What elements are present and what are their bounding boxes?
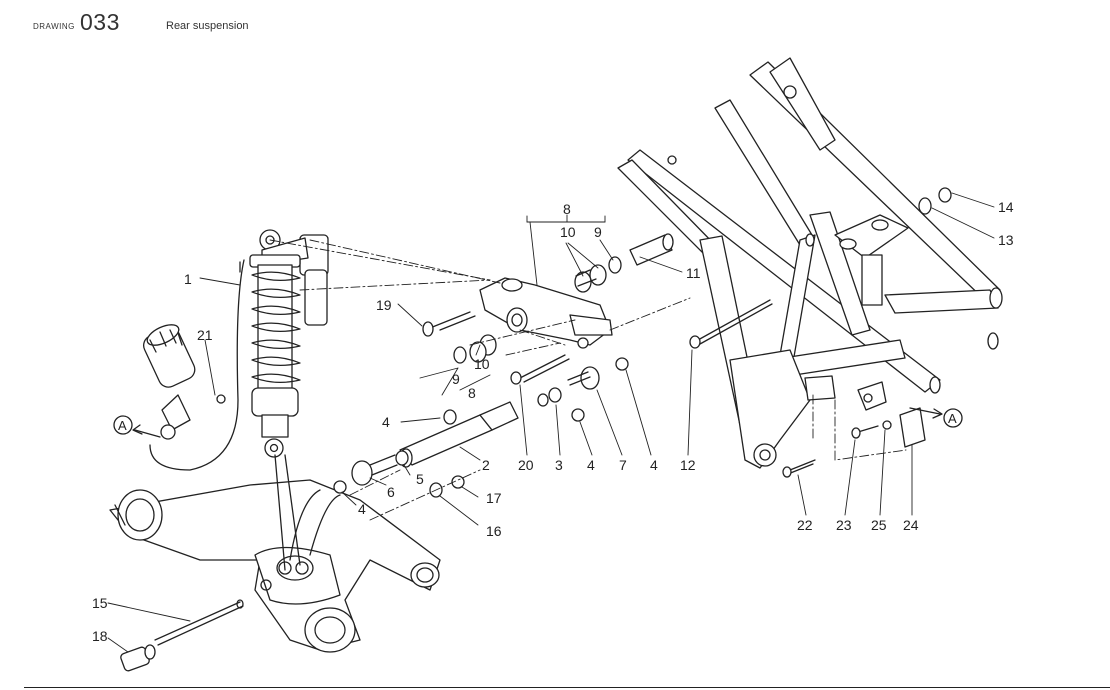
callout-21: 21 xyxy=(197,327,213,343)
callout-4c: 4 xyxy=(587,457,595,473)
callout-11: 11 xyxy=(686,265,701,281)
callout-10a: 10 xyxy=(560,224,576,240)
rocker-arm xyxy=(479,277,613,349)
callout-25: 25 xyxy=(871,517,887,533)
callout-24: 24 xyxy=(903,517,919,533)
callout-5: 5 xyxy=(416,471,424,487)
callout-7: 7 xyxy=(619,457,627,473)
hardware xyxy=(120,187,952,672)
callout-22: 22 xyxy=(797,517,813,533)
callout-15: 15 xyxy=(92,595,108,611)
view-arrows xyxy=(113,407,963,438)
callout-13: 13 xyxy=(998,232,1014,248)
callout-14: 14 xyxy=(998,199,1014,215)
callout-17: 17 xyxy=(486,490,502,506)
page-header: DRAWING 033 Rear suspension xyxy=(0,0,1110,50)
leader-lines xyxy=(107,192,995,653)
callout-10b: 10 xyxy=(474,356,490,372)
callout-23: 23 xyxy=(836,517,852,533)
callout-9b: 9 xyxy=(452,371,460,387)
callout-20: 20 xyxy=(518,457,534,473)
drawing-number: 033 xyxy=(80,9,120,35)
callout-3: 3 xyxy=(555,457,563,473)
callout-2: 2 xyxy=(482,457,490,473)
assembly-lines xyxy=(269,239,907,521)
tie-rod xyxy=(399,401,519,468)
drawing-title: Rear suspension xyxy=(166,20,249,32)
callout-12: 12 xyxy=(680,457,696,473)
callout-16: 16 xyxy=(486,523,502,539)
callout-8b: 8 xyxy=(468,385,476,401)
view-ref-right: A xyxy=(948,411,957,426)
callout-4a: 4 xyxy=(382,414,390,430)
view-ref-left: A xyxy=(118,418,127,433)
callout-19: 19 xyxy=(376,297,392,313)
shock-absorber xyxy=(143,229,329,471)
callout-6: 6 xyxy=(387,484,395,500)
callout-1: 1 xyxy=(184,271,192,287)
footer-rule xyxy=(24,687,1110,688)
callout-4d: 4 xyxy=(650,457,658,473)
callout-4b: 4 xyxy=(358,501,366,517)
callout-labels: 1 2 3 4 4 4 4 5 6 7 8 8 9 9 10 10 11 12 … xyxy=(92,199,1014,644)
callout-8a: 8 xyxy=(563,201,571,217)
frame xyxy=(617,57,1003,469)
callout-9a: 9 xyxy=(594,224,602,240)
callout-18: 18 xyxy=(92,628,108,644)
drawing-label: DRAWING xyxy=(33,22,75,31)
